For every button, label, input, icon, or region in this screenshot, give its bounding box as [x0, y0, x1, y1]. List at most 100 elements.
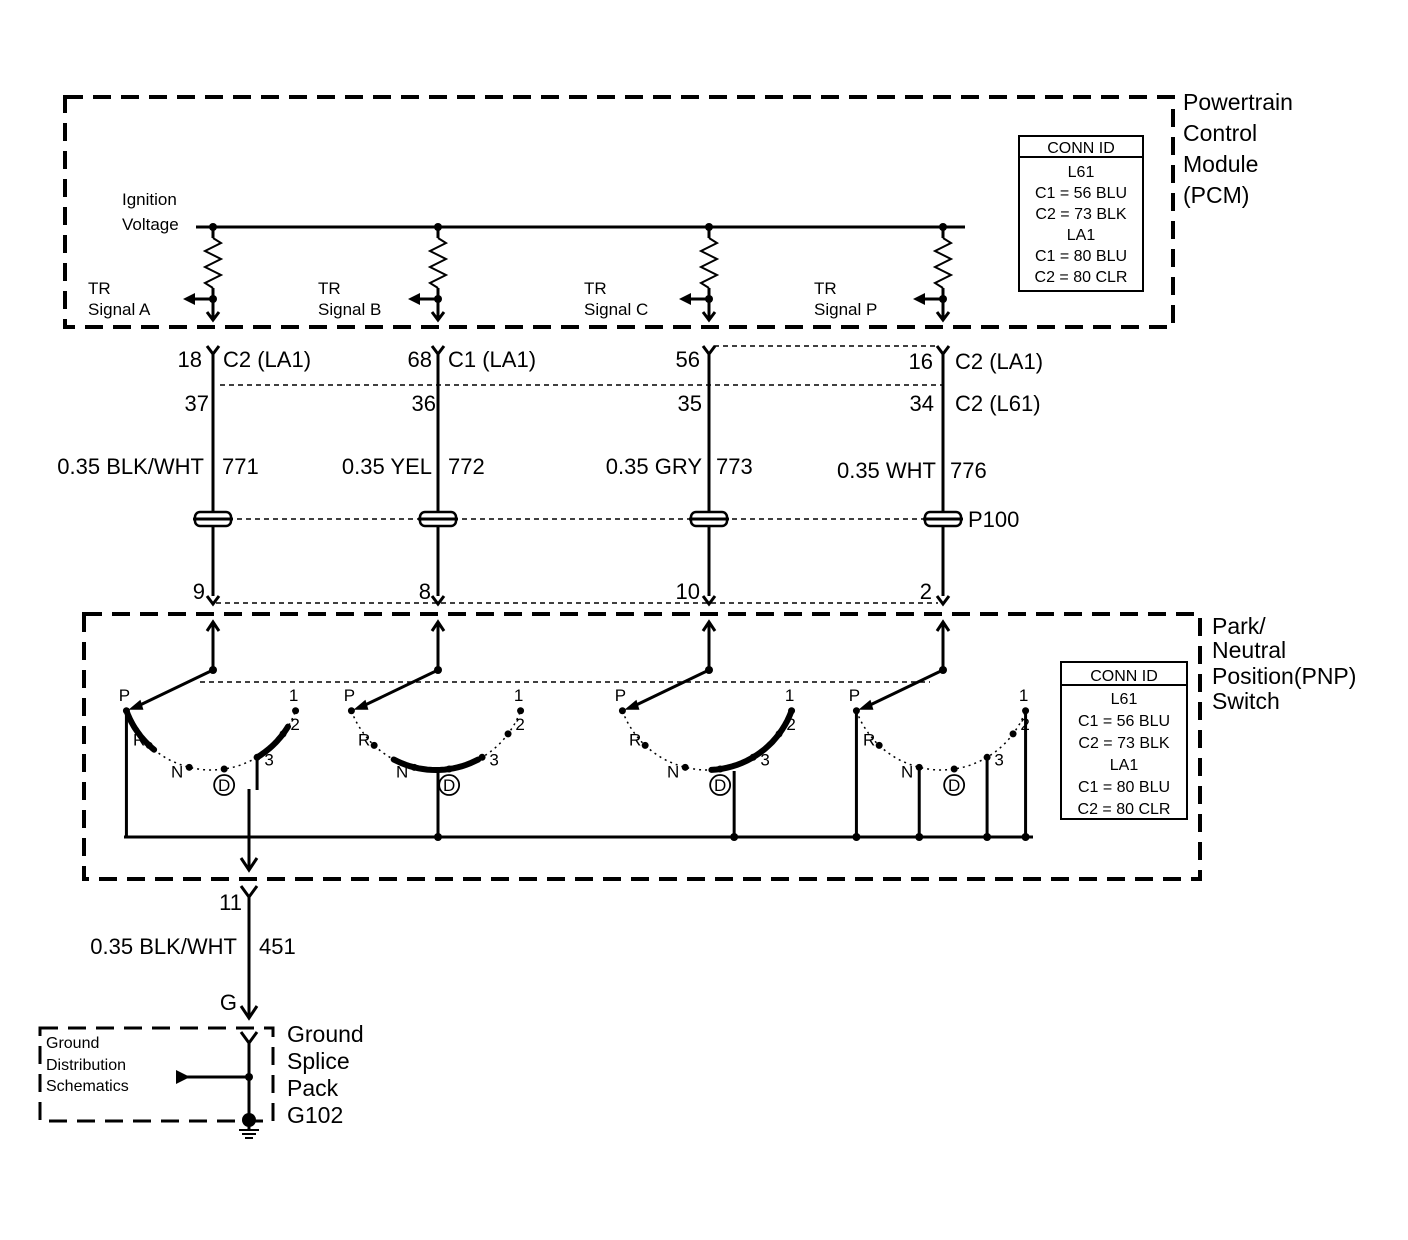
contact-arc-c — [621, 710, 793, 771]
position-label-p-b: P — [344, 686, 355, 705]
contact-point-r-a — [145, 741, 153, 749]
contact-point-two-b — [504, 730, 512, 738]
drive-circle-p — [943, 774, 966, 796]
signal-p-label-1: TR — [814, 279, 837, 298]
signal-arrow-a — [183, 293, 195, 305]
bus-junction-drop-c — [730, 833, 739, 841]
p100-label: P100 — [968, 507, 1019, 532]
pcm-conn-id-line-4: LA1 — [1067, 227, 1096, 244]
pnp-input-arrow-c — [701, 619, 717, 632]
switch-wiper-a — [135, 668, 214, 709]
contact-point-two-p — [1009, 730, 1017, 738]
closed-contact-c-0 — [708, 707, 795, 773]
ground-ref-1: Ground — [46, 1035, 99, 1052]
pcm-conn-id-line-3: C2 = 73 BLK — [1035, 206, 1127, 223]
position-label-r-b: R — [358, 730, 370, 749]
pcm-connector-p — [935, 345, 951, 357]
pcm-conn-id-line-1: L61 — [1068, 164, 1095, 181]
position-label-n-b: N — [396, 762, 408, 781]
contact-point-d-a — [220, 765, 228, 773]
circuit-a: 771 — [222, 454, 259, 479]
pcm-title-2: Control — [1183, 120, 1257, 146]
contact-point-d-c — [716, 765, 724, 773]
pcm-terminal-p — [935, 311, 951, 323]
position-label-one-b: 1 — [514, 686, 523, 705]
contact-point-n-b — [410, 763, 418, 771]
position-label-n-c: N — [667, 762, 679, 781]
conn-la1-a: C2 (LA1) — [223, 347, 311, 372]
pcm-conn-id-line-5: C1 = 80 BLU — [1035, 248, 1127, 265]
pcm-terminal-c — [701, 311, 717, 323]
pnp-input-arrow-a — [205, 619, 221, 632]
circuit-p: 776 — [950, 458, 987, 483]
channel-p — [913, 223, 963, 674]
pnp-title-1: Park/ — [1212, 613, 1266, 639]
contact-point-one-b — [517, 707, 525, 715]
position-label-two-b: 2 — [515, 715, 524, 734]
contact-point-r-c — [641, 741, 649, 749]
closed-contact-b-0 — [390, 756, 482, 774]
pin-la1-b: 68 — [408, 347, 432, 372]
pin-l61-a: 37 — [185, 391, 209, 416]
wire-color-a: 0.35 BLK/WHT — [57, 454, 204, 479]
ground-ref-3: Schematics — [46, 1078, 129, 1095]
position-label-two-c: 2 — [786, 715, 795, 734]
position-label-two-a: 2 — [290, 715, 299, 734]
bus-junction-drop-b — [434, 833, 442, 841]
contact-point-n-a — [185, 763, 193, 771]
signal-p-label-2: Signal P — [814, 300, 877, 319]
pullup-resistor-a — [202, 237, 224, 289]
pcm-module: Powertrain Control Module (PCM) CONN ID … — [63, 89, 1293, 329]
pin-l61-p: 34 — [910, 391, 934, 416]
position-label-three-a: 3 — [264, 750, 273, 769]
position-label-n-p: N — [901, 762, 913, 781]
pnp-conn-id-table: CONN ID L61 C1 = 56 BLU C2 = 73 BLK LA1 … — [1060, 661, 1188, 820]
position-label-d-b: D — [443, 776, 455, 795]
position-label-d-c: D — [714, 776, 726, 795]
signal-arrow-p — [913, 293, 925, 305]
signal-a-label-2: Signal A — [88, 300, 151, 319]
ground-circuit-number: 451 — [259, 934, 296, 959]
p100-pin-p: 2 — [920, 579, 932, 604]
pullup-resistor-c — [698, 237, 720, 289]
signal-c-label-1: TR — [584, 279, 607, 298]
conn-la1-p: C2 (LA1) — [955, 349, 1043, 374]
ground-splice-title-2: Splice — [287, 1048, 350, 1074]
pnp-input-arrow-b — [430, 619, 446, 632]
pnp-terminal-c — [701, 595, 717, 607]
position-label-p-p: P — [849, 686, 860, 705]
pcm-title-4: (PCM) — [1183, 182, 1249, 208]
bus-junction-three-p — [983, 833, 992, 841]
wiper-tip-c — [624, 699, 640, 710]
ground-wire-color: 0.35 BLK/WHT — [90, 934, 237, 959]
p100-pin-b: 8 — [419, 579, 431, 604]
pnp-switch: Park/ Neutral Position(PNP) Switch CONN … — [82, 612, 1356, 881]
signal-c-label-2: Signal C — [584, 300, 648, 319]
position-label-p-c: P — [615, 686, 626, 705]
wiper-tip-b — [353, 699, 369, 710]
position-label-three-c: 3 — [760, 750, 769, 769]
position-label-r-a: R — [133, 730, 145, 749]
pcm-conn-id-line-6: C2 = 80 CLR — [1035, 269, 1128, 286]
pcm-conn-id-line-2: C1 = 56 BLU — [1035, 185, 1127, 202]
contact-point-r-p — [875, 741, 883, 749]
position-label-r-p: R — [863, 730, 875, 749]
position-label-n-a: N — [171, 762, 183, 781]
pcm-title-3: Module — [1183, 151, 1258, 177]
signal-arrow-b — [408, 293, 420, 305]
pnp-title-3: Position(PNP) — [1212, 663, 1356, 689]
pullup-resistor-b — [427, 237, 449, 289]
contact-arc-p — [855, 710, 1027, 771]
signal-arrow-c — [679, 293, 691, 305]
pin-la1-c: 56 — [676, 347, 700, 372]
ground-ref-2: Distribution — [46, 1057, 126, 1074]
contact-point-one-c — [788, 707, 796, 715]
position-label-r-c: R — [629, 730, 641, 749]
contact-point-one-a — [292, 707, 300, 715]
pnp-conn-id-line-6: C2 = 80 CLR — [1078, 801, 1171, 818]
switch-wiper-b — [360, 668, 439, 709]
circuit-b: 772 — [448, 454, 485, 479]
ground-splice-title-4: G102 — [287, 1102, 343, 1128]
